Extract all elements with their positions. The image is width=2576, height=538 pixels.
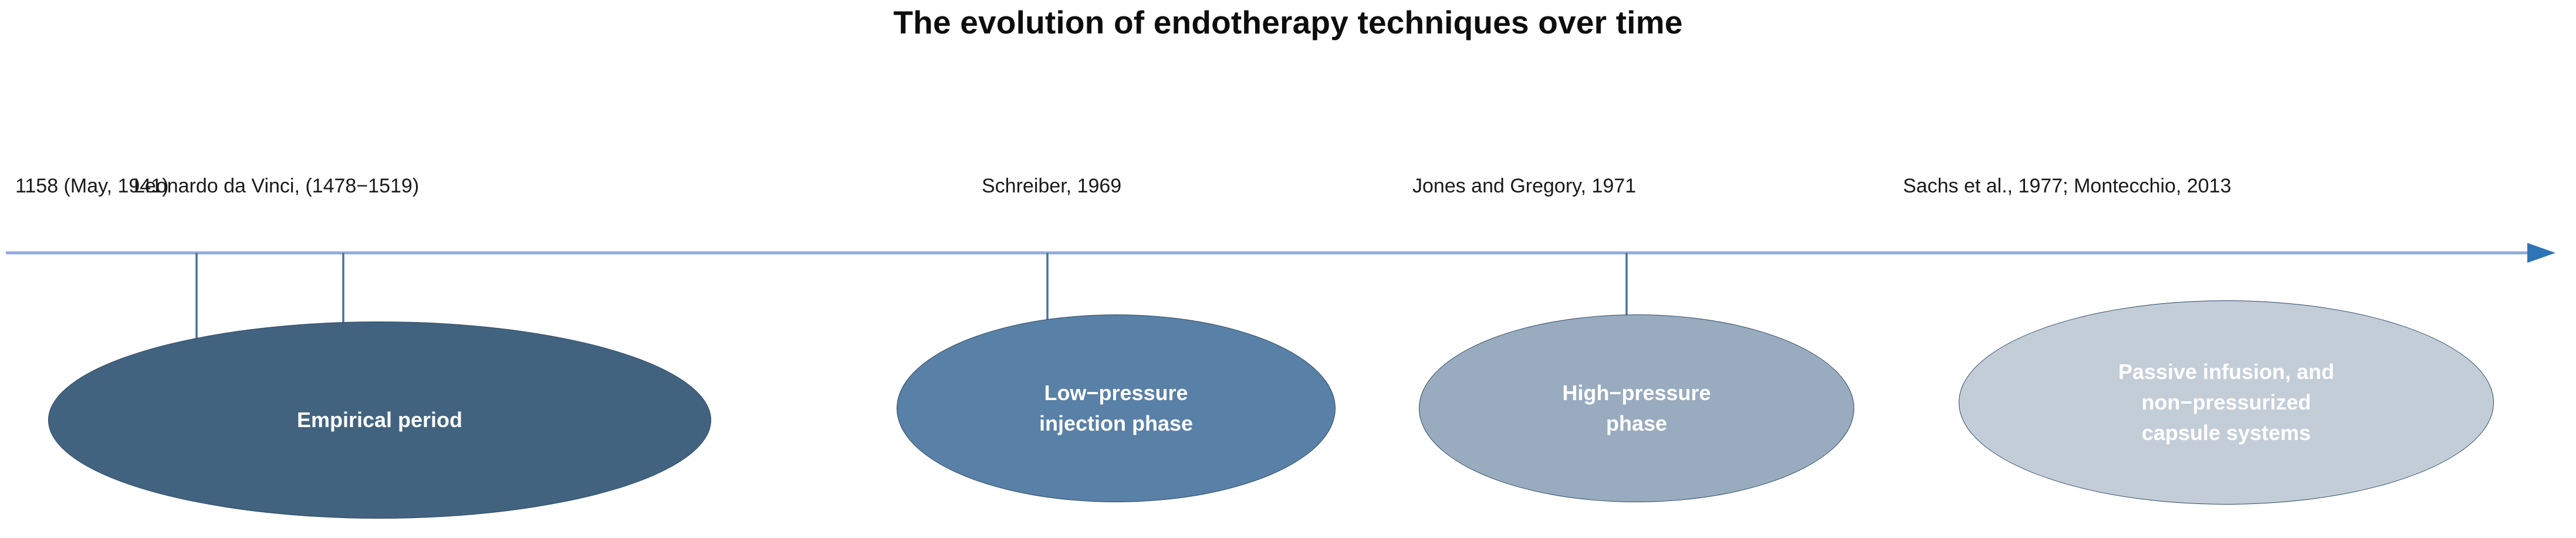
timeline-arrowhead-icon: [2527, 243, 2555, 263]
milestone-label-2: Leonardo da Vinci, (1478−1519): [134, 175, 420, 197]
figure-title: The evolution of endotherapy techniques …: [893, 4, 1683, 40]
phase-ellipse-label-2: Low−pressure injection phase: [1039, 380, 1194, 435]
milestone-label-4: Jones and Gregory, 1971: [1412, 175, 1637, 197]
phase-ellipse-label-3: High−pressure phase: [1562, 380, 1711, 435]
phase-ellipse-4[interactable]: Passive infusion, and non−pressurized ca…: [1959, 300, 2494, 505]
phase-ellipse-2[interactable]: Low−pressure injection phase: [897, 314, 1336, 502]
phase-ellipse-label-1: Empirical period: [296, 407, 463, 432]
phase-ellipse-label-4: Passive infusion, and non−pressurized ca…: [2118, 359, 2335, 445]
milestone-label-1: 1158 (May, 1941): [15, 175, 169, 197]
milestone-label-5: Sachs et al., 1977; Montecchio, 2013: [1903, 175, 2232, 197]
milestone-label-3: Schreiber, 1969: [982, 175, 1122, 197]
phase-ellipse-3[interactable]: High−pressure phase: [1419, 314, 1854, 502]
phase-ellipse-1[interactable]: Empirical period: [48, 322, 711, 519]
